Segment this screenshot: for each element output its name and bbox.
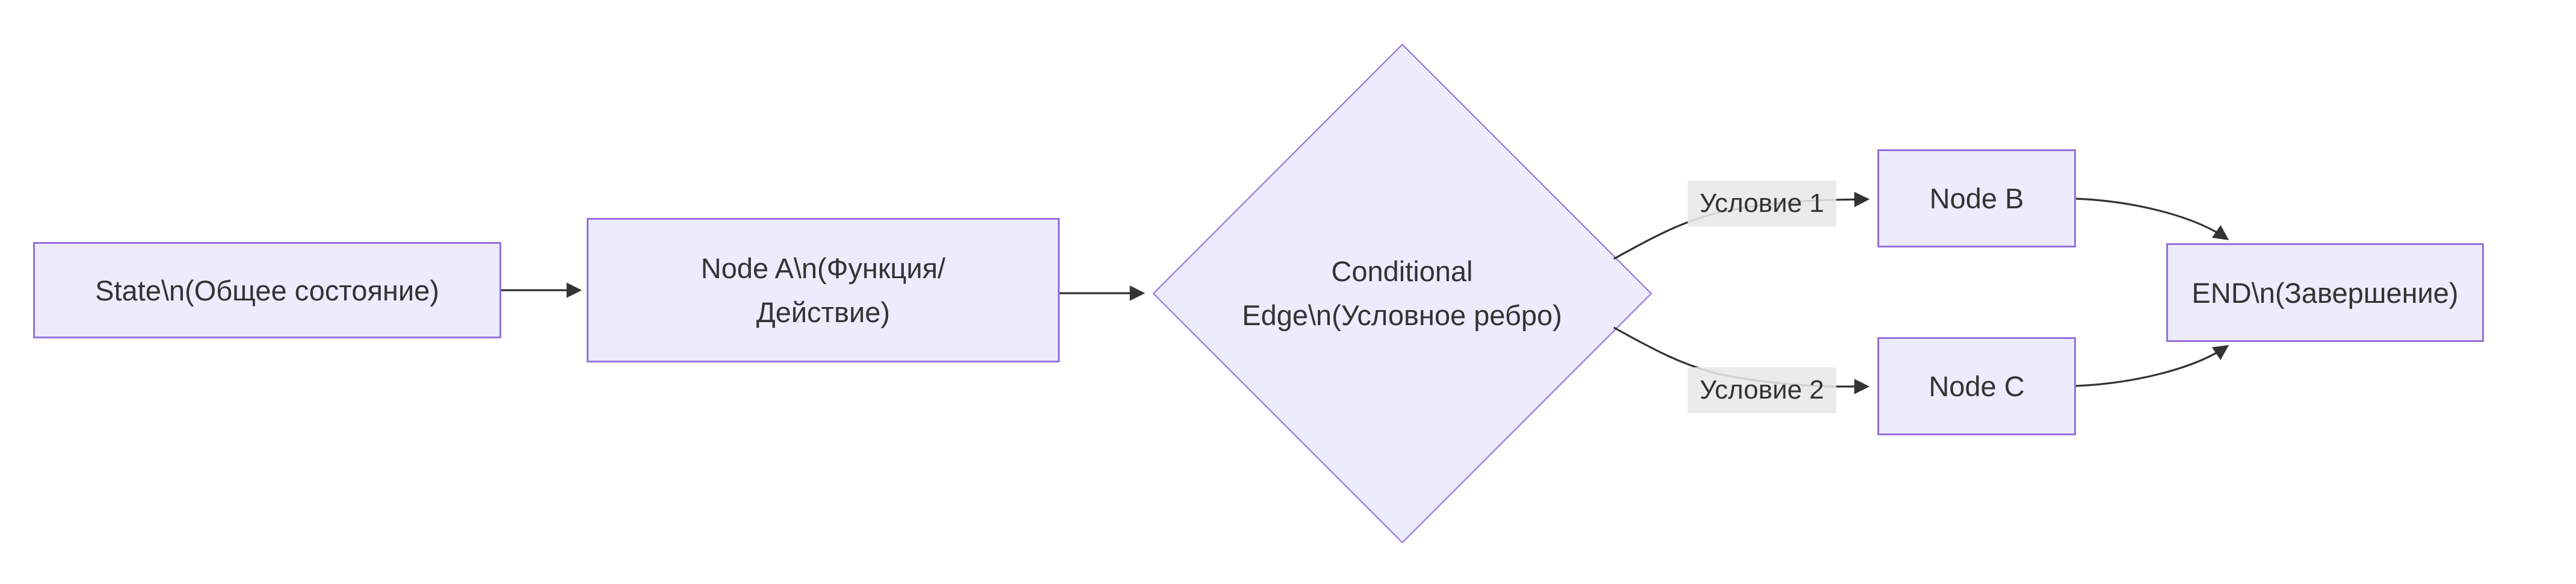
decision-conditional-edge: Conditional Edge\n(Условное ребро) <box>1152 43 1652 544</box>
node-end-label: END\n(Завершение) <box>2191 276 2459 309</box>
node-state: State\n(Общее состояние) <box>33 242 501 338</box>
edge-node-c-to-end <box>2075 345 2229 387</box>
node-c: Node C <box>1877 337 2076 435</box>
decision-label-line2: Edge\n(Условное ребро) <box>1242 299 1562 331</box>
node-b-label: Node B <box>1929 182 2024 214</box>
node-a: Node A\n(Функция/ Действие) <box>587 218 1060 362</box>
edge-label-condition-2: Условие 2 <box>1687 367 1836 413</box>
edge-label-condition-1: Условие 1 <box>1687 181 1836 226</box>
node-end: END\n(Завершение) <box>2166 243 2484 342</box>
edge-node-b-to-end <box>2075 197 2229 240</box>
node-b: Node B <box>1877 149 2076 247</box>
decision-label-line1: Conditional <box>1331 255 1473 287</box>
node-c-label: Node C <box>1929 370 2025 402</box>
node-a-label-line2: Действие) <box>756 296 891 328</box>
decision-label: Conditional Edge\n(Условное ребро) <box>1152 43 1652 543</box>
node-a-label-line1: Node A\n(Функция/ <box>700 252 946 284</box>
node-state-label: State\n(Общее состояние) <box>95 274 439 306</box>
